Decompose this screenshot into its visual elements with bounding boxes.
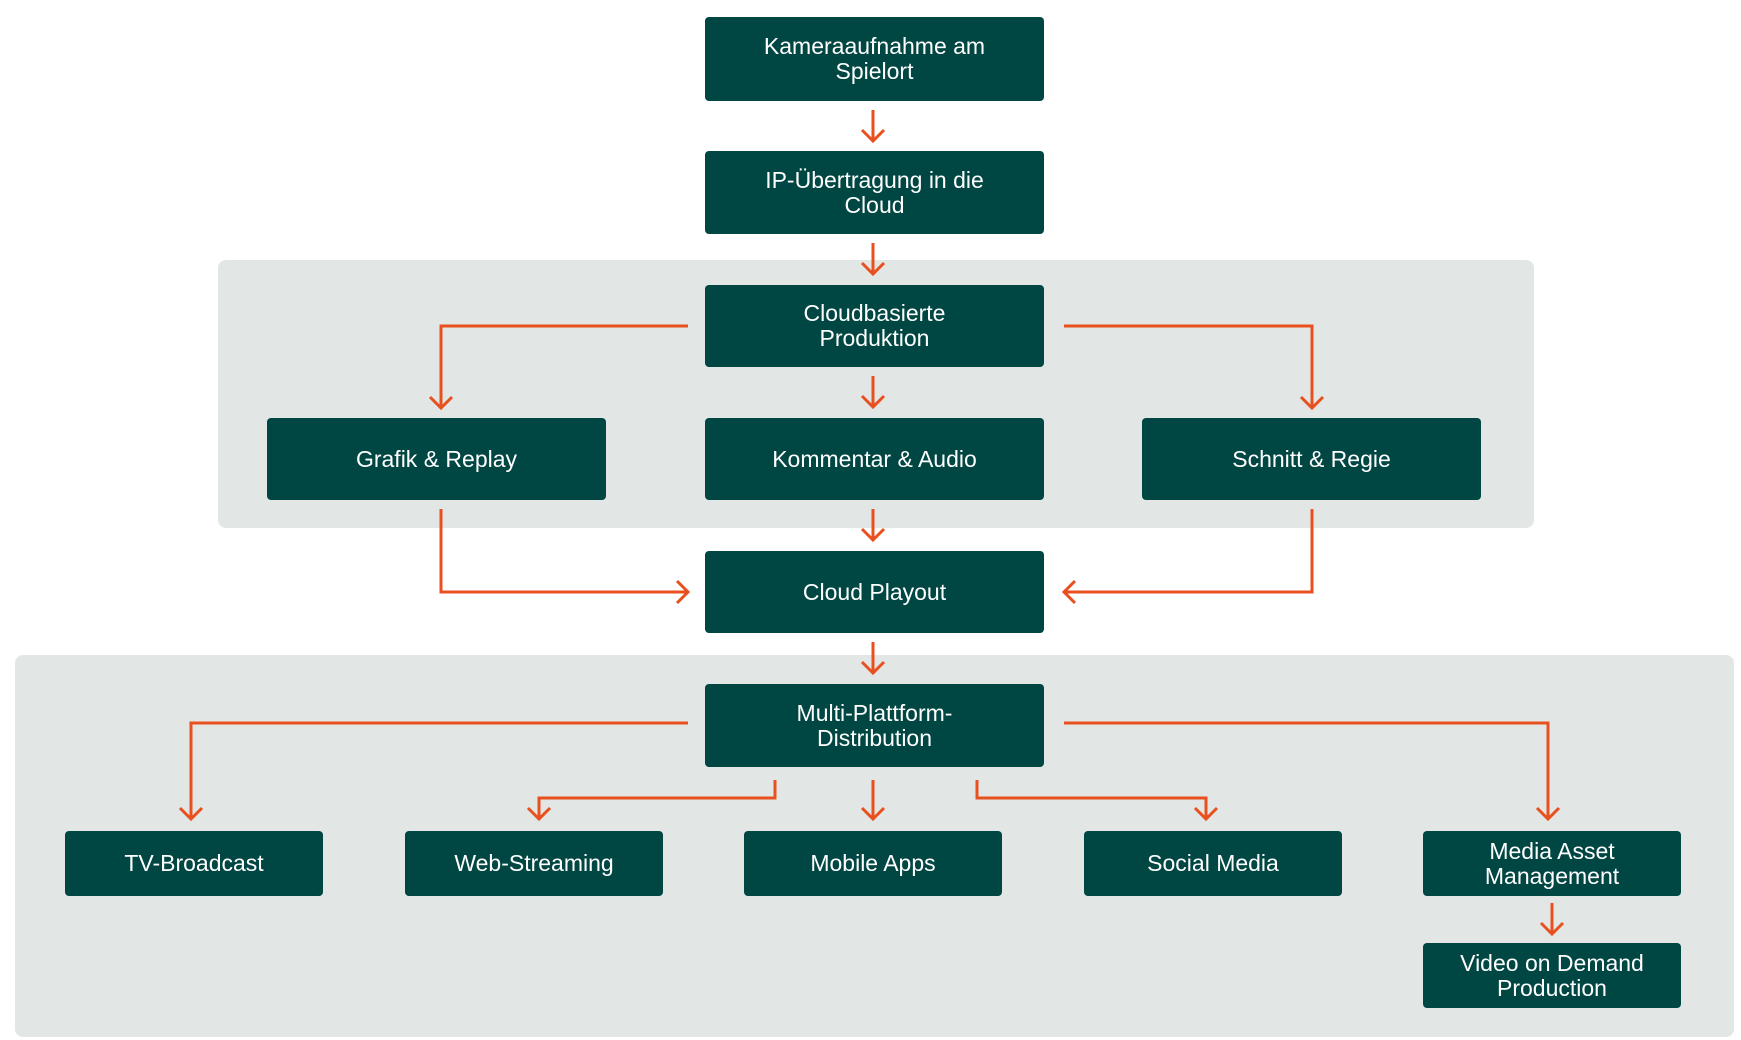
node-ip-transmission-label: IP-Übertragung in die Cloud (765, 166, 984, 218)
node-cloud-production-label: Cloudbasierte Produktion (803, 300, 946, 351)
arrowhead-kommentar-to-playout (860, 527, 886, 543)
arrow-multi-to-tv (189, 721, 688, 819)
arrowhead-ip-to-production (860, 261, 886, 277)
node-video-on-demand: Video on Demand Production (1423, 943, 1681, 1008)
arrowhead-mam-to-vod (1539, 921, 1565, 937)
node-schnitt-regie-label: Schnitt & Regie (1232, 445, 1391, 472)
arrowhead-production-to-grafik (428, 395, 454, 411)
node-video-on-demand-label: Video on Demand Production (1460, 949, 1644, 1001)
node-cloud-production: Cloudbasierte Produktion (705, 285, 1044, 367)
node-kommentar-audio: Kommentar & Audio (705, 418, 1044, 500)
arrowhead-multi-to-web (526, 806, 552, 822)
arrowhead-multi-to-mobile (860, 806, 886, 822)
arrow-production-to-grafik (439, 324, 688, 408)
node-cloud-playout-label: Cloud Playout (802, 578, 947, 605)
node-multi-platform-distribution-label: Multi-Plattform- Distribution (796, 699, 953, 751)
node-camera-capture: Kameraaufnahme am Spielort (705, 17, 1044, 101)
arrowhead-production-to-schnitt (1299, 395, 1325, 411)
arrow-schnitt-to-playout (1064, 509, 1314, 594)
arrowhead-schnitt-to-playout (1061, 579, 1077, 605)
node-social-media-label: Social Media (1147, 850, 1279, 876)
arrow-multi-to-mam (1064, 721, 1550, 819)
node-multi-platform-distribution: Multi-Plattform- Distribution (705, 684, 1044, 767)
arrowhead-production-to-kommentar (860, 394, 886, 410)
arrowhead-multi-to-mam (1535, 806, 1561, 822)
node-mobile-apps-label: Mobile Apps (810, 850, 936, 876)
node-schnitt-regie: Schnitt & Regie (1142, 418, 1481, 500)
arrowhead-multi-to-tv (178, 806, 204, 822)
node-tv-broadcast: TV-Broadcast (65, 831, 323, 896)
arrow-multi-to-web (537, 780, 777, 819)
node-mobile-apps: Mobile Apps (744, 831, 1002, 896)
arrowhead-grafik-to-playout (675, 579, 691, 605)
node-tv-broadcast-label: TV-Broadcast (124, 850, 264, 876)
arrow-production-to-schnitt (1064, 324, 1314, 408)
node-cloud-playout: Cloud Playout (705, 551, 1044, 633)
node-ip-transmission: IP-Übertragung in die Cloud (705, 151, 1044, 234)
arrowhead-multi-to-social (1193, 806, 1219, 822)
node-kommentar-audio-label: Kommentar & Audio (772, 445, 977, 472)
arrow-grafik-to-playout (439, 509, 688, 594)
node-social-media: Social Media (1084, 831, 1342, 896)
node-grafik-replay-label: Grafik & Replay (355, 445, 518, 472)
node-media-asset-management-label: Media Asset Management (1484, 837, 1620, 889)
arrowhead-camera-to-ip (860, 128, 886, 144)
node-media-asset-management: Media Asset Management (1423, 831, 1681, 896)
node-grafik-replay: Grafik & Replay (267, 418, 606, 500)
arrow-multi-to-social (975, 780, 1208, 819)
node-camera-capture-label: Kameraaufnahme am Spielort (763, 33, 986, 84)
arrowhead-playout-to-multi (860, 660, 886, 676)
node-web-streaming: Web-Streaming (405, 831, 663, 896)
node-web-streaming-label: Web-Streaming (454, 850, 614, 876)
